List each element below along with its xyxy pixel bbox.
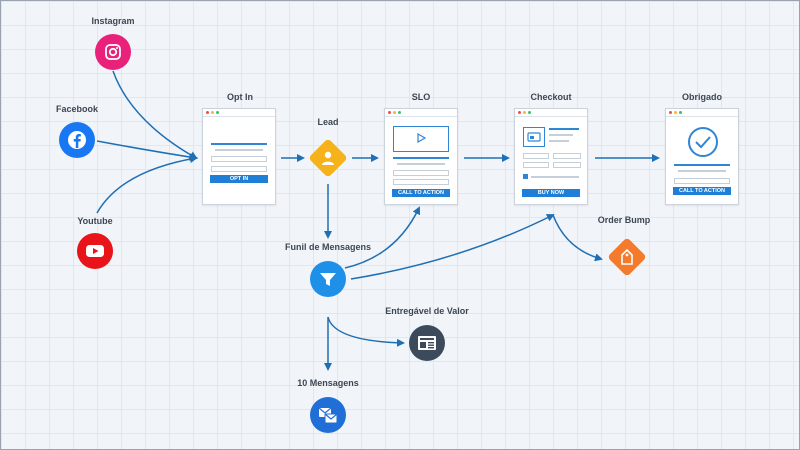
instagram-icon	[105, 44, 121, 60]
optin-label: Opt In	[227, 92, 253, 102]
facebook-node[interactable]	[59, 122, 95, 158]
entregavel-node[interactable]	[409, 325, 445, 361]
play-icon	[417, 133, 426, 143]
arrow-funil-entregavel	[327, 316, 405, 347]
tag-icon	[621, 248, 633, 265]
youtube-node[interactable]	[77, 233, 113, 269]
instagram-label: Instagram	[91, 16, 135, 26]
arrow-funil-slo	[344, 206, 421, 269]
newspaper-icon	[418, 336, 436, 350]
checkout-page[interactable]: BUY NOW	[514, 108, 588, 205]
checkout-label: Checkout	[530, 92, 572, 102]
facebook-icon	[68, 131, 86, 149]
messages-icon	[318, 407, 338, 424]
check-circle-icon	[688, 127, 718, 157]
arrow-youtube-optin	[96, 155, 198, 214]
youtube-label: Youtube	[77, 216, 113, 226]
facebook-label: Facebook	[55, 104, 99, 114]
instagram-node[interactable]	[95, 34, 131, 70]
entregavel-label: Entregável de Valor	[385, 306, 469, 316]
arrow-funil-checkout	[350, 214, 555, 280]
funnel-icon	[320, 273, 336, 286]
checkout-button: BUY NOW	[522, 189, 580, 197]
order-bump-label: Order Bump	[597, 215, 651, 225]
lead-label: Lead	[317, 117, 339, 127]
slo-label: SLO	[411, 92, 431, 102]
obrigado-page[interactable]: CALL TO ACTION	[665, 108, 739, 205]
mensagens-label: 10 Mensagens	[297, 378, 359, 388]
user-icon	[322, 151, 334, 165]
youtube-icon	[86, 245, 104, 257]
card-icon	[527, 132, 541, 142]
arrow-checkout-orderbump	[552, 214, 603, 262]
arrow-instagram-optin	[112, 70, 198, 159]
product-thumb	[523, 127, 545, 147]
slo-button: CALL TO ACTION	[392, 189, 450, 197]
optin-button: OPT IN	[210, 175, 268, 183]
funil-label: Funil de Mensagens	[284, 242, 372, 252]
obrigado-label: Obrigado	[682, 92, 722, 102]
mensagens-node[interactable]	[310, 397, 346, 433]
optin-page[interactable]: OPT IN	[202, 108, 276, 205]
obrigado-button: CALL TO ACTION	[673, 187, 731, 195]
slo-page[interactable]: CALL TO ACTION	[384, 108, 458, 205]
video-frame	[393, 126, 449, 152]
arrow-facebook-optin	[96, 140, 198, 162]
funil-node[interactable]	[310, 261, 346, 297]
